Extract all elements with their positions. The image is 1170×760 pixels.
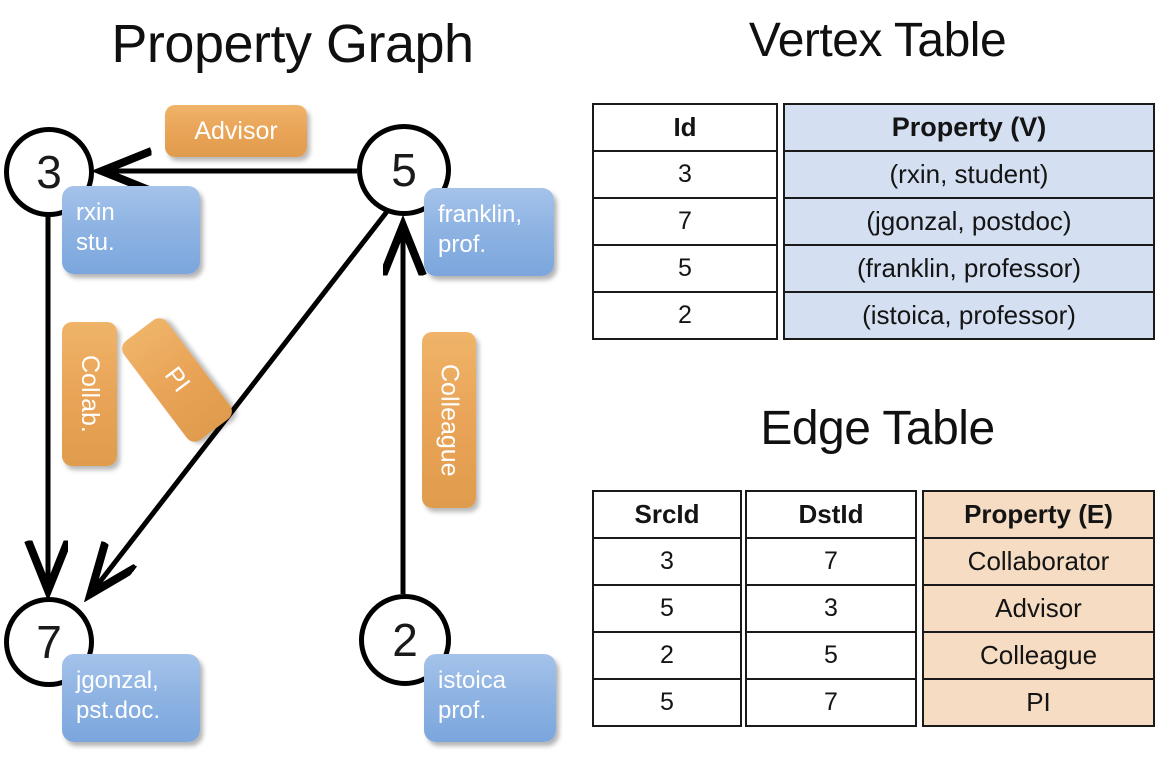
edge-label-collab: Collab. (62, 322, 117, 466)
vertex-property-line-2: pst.doc. (76, 697, 161, 724)
vertex-table-cell-property: (istoica, professor) (783, 291, 1155, 340)
edge-label-colleague: Colleague (422, 332, 476, 508)
edge-table-cell-property: Advisor (922, 584, 1155, 633)
table-header-row: Property (E) (922, 490, 1155, 539)
edge-table-cell-srcid: 3 (592, 537, 742, 586)
edge-table-cell-dstid: 7 (745, 678, 917, 727)
edge-label-text: PI (159, 361, 196, 398)
edge-table-cell-property: Collaborator (922, 537, 1155, 586)
vertex-property-line-1: rxin (76, 199, 115, 226)
table-row: Collaborator (922, 537, 1155, 586)
property-graph-diagram: 3 5 7 2 rxin stu. franklin, prof. jgonza… (0, 0, 585, 760)
page-title-edge-table: Edge Table (760, 402, 995, 455)
vertex-property-line-2: prof. (438, 697, 487, 724)
vertex-table-id-column: Id 3 7 5 2 (592, 103, 778, 340)
edge-table-cell-property: PI (922, 678, 1155, 727)
page-title-property-graph: Property Graph (111, 14, 474, 74)
table-row: 7 (592, 197, 778, 246)
edge-table-dstid-column: DstId 7 3 5 7 (745, 490, 917, 727)
edge-label-text: Advisor (194, 116, 278, 145)
edge-label-text: Colleague (435, 363, 464, 477)
table-row: 5 (592, 678, 742, 727)
vertex-property-line-1: franklin, (438, 201, 523, 228)
vertex-property-box-3: rxin stu. (62, 186, 200, 274)
edge-table-cell-dstid: 5 (745, 631, 917, 680)
table-row: (rxin, student) (783, 150, 1155, 199)
vertex-property-line-1: jgonzal, (76, 667, 159, 694)
edge-label-advisor: Advisor (165, 105, 307, 157)
graph-vertex-2[interactable]: 2 (359, 594, 451, 686)
table-row: (franklin, professor) (783, 244, 1155, 293)
table-row: (istoica, professor) (783, 291, 1155, 340)
table-header-row: SrcId (592, 490, 742, 539)
graph-edge-arrows (0, 0, 585, 760)
vertex-table-header-property: Property (V) (783, 103, 1155, 152)
vertex-table-header-id: Id (592, 103, 778, 152)
table-row: Advisor (922, 584, 1155, 633)
vertex-id-label: 7 (36, 616, 62, 668)
vertex-table-cell-property: (franklin, professor) (783, 244, 1155, 293)
edge-label-text: Collab. (76, 355, 104, 433)
table-row: 2 (592, 291, 778, 340)
edge-table-cell-dstid: 3 (745, 584, 917, 633)
vertex-property-line-1: istoica (438, 667, 507, 694)
vertex-table-cell-id: 5 (592, 244, 778, 293)
table-row: 7 (745, 678, 917, 727)
vertex-property-line-2: prof. (438, 231, 487, 258)
vertex-id-label: 5 (391, 144, 417, 196)
vertex-id-label: 3 (36, 146, 62, 198)
vertex-property-box-5: franklin, prof. (424, 188, 554, 276)
table-row: 3 (592, 537, 742, 586)
edge-table-header-property: Property (E) (922, 490, 1155, 539)
edge-table-cell-dstid: 7 (745, 537, 917, 586)
table-row: 7 (745, 537, 917, 586)
table-row: 5 (592, 584, 742, 633)
vertex-table-cell-property: (jgonzal, postdoc) (783, 197, 1155, 246)
page-title-vertex-table: Vertex Table (748, 14, 1007, 67)
vertex-table-cell-id: 7 (592, 197, 778, 246)
vertex-table-cell-id: 2 (592, 291, 778, 340)
table-row: 5 (745, 631, 917, 680)
table-row: 2 (592, 631, 742, 680)
edge-table-cell-srcid: 5 (592, 584, 742, 633)
edge-table-property-column: Property (E) Collaborator Advisor Collea… (922, 490, 1155, 727)
vertex-table-cell-id: 3 (592, 150, 778, 199)
vertex-id-label: 2 (392, 614, 418, 666)
edge-table-cell-srcid: 2 (592, 631, 742, 680)
graph-vertex-5[interactable]: 5 (357, 124, 451, 216)
table-header-row: Property (V) (783, 103, 1155, 152)
table-row: 3 (745, 584, 917, 633)
edge-5-to-7 (92, 207, 391, 592)
table-header-row: Id (592, 103, 778, 152)
edge-table-header-srcid: SrcId (592, 490, 742, 539)
table-row: PI (922, 678, 1155, 727)
vertex-property-box-7: jgonzal, pst.doc. (62, 654, 200, 742)
table-row: 3 (592, 150, 778, 199)
table-row: Colleague (922, 631, 1155, 680)
vertex-property-line-2: stu. (76, 229, 115, 256)
edge-table-header-dstid: DstId (745, 490, 917, 539)
edge-table-srcid-column: SrcId 3 5 2 5 (592, 490, 742, 727)
vertex-property-box-2: istoica prof. (424, 654, 556, 742)
table-row: 5 (592, 244, 778, 293)
edge-table-cell-property: Colleague (922, 631, 1155, 680)
vertex-table-cell-property: (rxin, student) (783, 150, 1155, 199)
table-header-row: DstId (745, 490, 917, 539)
table-row: (jgonzal, postdoc) (783, 197, 1155, 246)
vertex-table-property-column: Property (V) (rxin, student) (jgonzal, p… (783, 103, 1155, 340)
edge-table-cell-srcid: 5 (592, 678, 742, 727)
